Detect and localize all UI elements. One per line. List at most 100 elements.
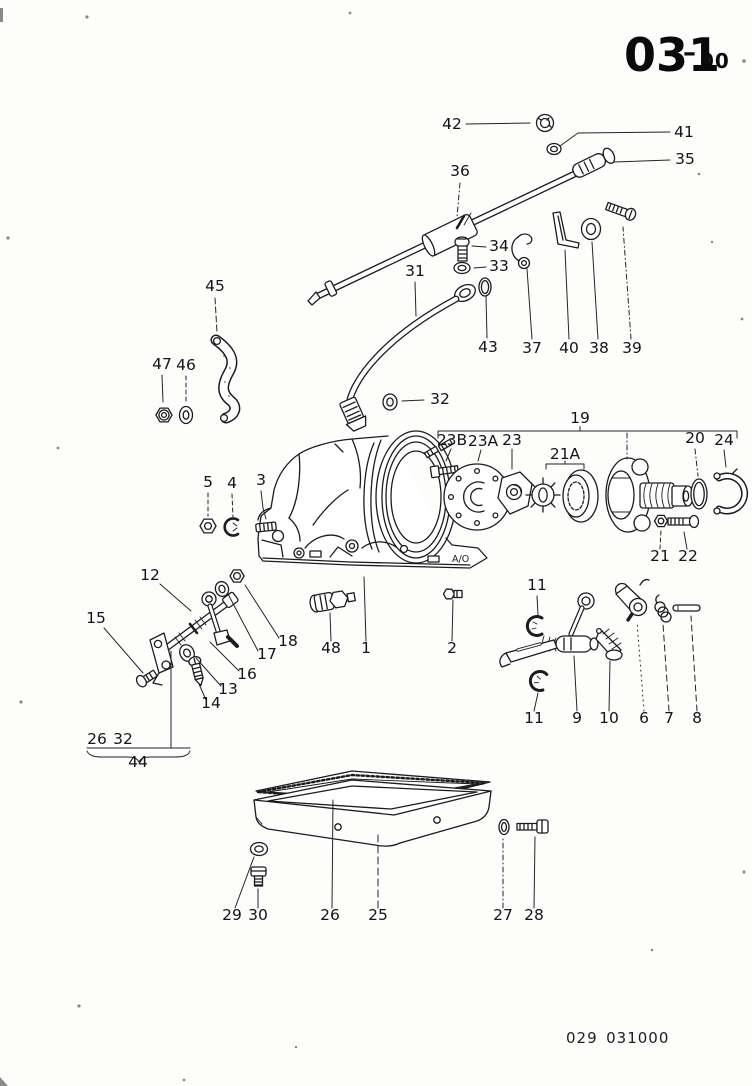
leader-line-18 <box>244 584 280 639</box>
part-callout-20: 20 <box>685 429 705 447</box>
part-callout-37: 37 <box>522 339 542 357</box>
part-callout-9: 9 <box>572 709 582 727</box>
leader-line-20 <box>694 448 699 477</box>
lever-9-icon <box>499 592 599 668</box>
washer-46-icon <box>178 405 194 425</box>
part-callout-3: 3 <box>256 471 266 489</box>
leader-line-10 <box>608 660 611 712</box>
leader-line-14 <box>198 683 207 701</box>
leader-line-45 <box>214 297 218 333</box>
part-callout-10: 10 <box>599 709 619 727</box>
part-callout-48: 48 <box>321 639 341 657</box>
leader-line-1 <box>363 576 367 642</box>
leader-line-23A <box>477 449 482 462</box>
detent-10-icon <box>595 627 623 661</box>
leader-line-12 <box>159 583 192 612</box>
part-callout-8: 8 <box>692 709 702 727</box>
leader-line-11 <box>536 595 539 616</box>
part-callout-46: 46 <box>176 356 196 374</box>
casting-mark: A/O <box>452 554 469 565</box>
switch-48-icon <box>309 590 356 613</box>
leader-line-8 <box>690 615 698 712</box>
part-callout-23A: 23A <box>468 432 499 450</box>
funnel-tube-31 <box>339 283 476 432</box>
part-callout-32: 32 <box>113 730 133 748</box>
part-callout-21A: 21A <box>550 445 581 463</box>
part-callout-35: 35 <box>675 150 695 168</box>
nut-42-icon <box>535 113 555 133</box>
leader-line-26 <box>331 799 334 909</box>
oil-pan-25-icon <box>253 779 492 847</box>
nut-47-icon <box>155 407 173 423</box>
part-callout-28: 28 <box>524 906 544 924</box>
leader-line-47 <box>161 374 164 403</box>
leader-line-15 <box>103 627 144 674</box>
bolt-34-icon <box>454 236 470 262</box>
leader-line-7 <box>662 623 670 712</box>
part-callout-17: 17 <box>257 645 277 663</box>
pinion-21a-icon <box>525 477 561 513</box>
leader-line-2 <box>451 599 454 642</box>
grommet-38-icon <box>580 217 602 241</box>
dipstick-handle-icon <box>572 147 616 178</box>
part-callout-16: 16 <box>237 665 257 683</box>
part-callout-26: 26 <box>320 906 340 924</box>
part-callout-47: 47 <box>152 355 172 373</box>
part-callout-38: 38 <box>589 339 609 357</box>
part-callout-1: 1 <box>361 639 371 657</box>
leader-line-34 <box>471 245 487 248</box>
selector-linkage-group <box>499 578 701 692</box>
leader-line-42 <box>465 122 531 125</box>
kickdown-group <box>135 569 245 688</box>
governor-body-icon <box>605 457 694 533</box>
leader-line-33 <box>473 266 487 269</box>
part-callout-33: 33 <box>489 257 509 275</box>
clip-37-icon <box>511 233 533 270</box>
leader-line-35 <box>613 159 671 163</box>
part-callout-18: 18 <box>278 632 298 650</box>
leader-line-22 <box>683 531 688 550</box>
part-callout-32: 32 <box>430 390 450 408</box>
part-callout-30: 30 <box>248 906 268 924</box>
part-callout-2: 2 <box>447 639 457 657</box>
leader-line-43 <box>485 295 488 339</box>
part-callout-21: 21 <box>650 547 670 565</box>
part-callout-34: 34 <box>489 237 509 255</box>
part-callout-5: 5 <box>203 473 213 491</box>
part-callout-31: 31 <box>405 262 425 280</box>
part-callout-4: 4 <box>227 474 237 492</box>
part-callout-14: 14 <box>201 694 221 712</box>
part-callout-36: 36 <box>450 162 470 180</box>
part-callout-12: 12 <box>140 566 160 584</box>
washer-29-icon <box>249 841 269 857</box>
group-brackets <box>86 426 738 763</box>
part-callout-6: 6 <box>639 709 649 727</box>
lever-6-icon <box>614 578 650 622</box>
nut-5-icon <box>199 518 217 534</box>
part-callout-41: 41 <box>674 123 694 141</box>
part-callout-13: 13 <box>218 680 238 698</box>
part-callout-42: 42 <box>442 115 462 133</box>
dipstick-and-filler-tube <box>307 147 616 306</box>
fiche-code: 029 031000 <box>566 1029 669 1047</box>
leader-line-31 <box>414 281 417 317</box>
leader-line-32 <box>401 399 425 402</box>
part-callout-11: 11 <box>524 709 544 727</box>
leader-line-23B <box>445 448 452 462</box>
leader-line-48 <box>329 612 332 642</box>
washer-32-icon <box>382 393 398 411</box>
drive-drum-icon <box>562 469 599 523</box>
pin-8-icon <box>672 604 701 612</box>
leader-line-40 <box>564 249 570 340</box>
part-callout-29: 29 <box>222 906 242 924</box>
leader-line-16 <box>209 641 240 672</box>
e-clip-11-top-icon <box>525 615 544 637</box>
page-code: 031 <box>624 28 720 82</box>
washer-41-icon <box>546 142 562 156</box>
part-callout-40: 40 <box>559 339 579 357</box>
part-callout-27: 27 <box>493 906 513 924</box>
washer-33-icon <box>453 261 471 275</box>
tube-fitting-icon <box>339 396 367 432</box>
drain-plug-30-icon <box>250 866 267 887</box>
